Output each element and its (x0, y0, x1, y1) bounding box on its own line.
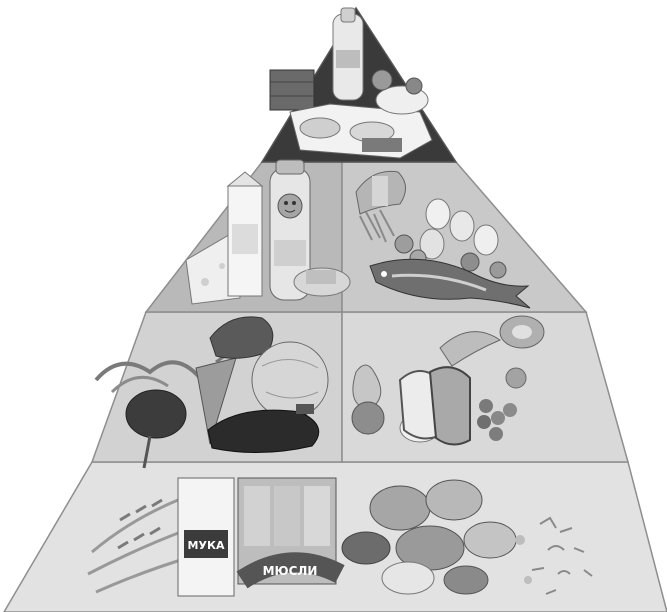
melon-icon (400, 367, 470, 444)
muesli-label: МЮСЛИ (263, 564, 318, 578)
flour-bag-label: МУКА (188, 539, 225, 552)
butter-plate-icon (294, 268, 350, 296)
bottle-oil-icon (333, 8, 363, 100)
chocolate-icon (270, 70, 314, 110)
flour-bag-icon: МУКА (178, 478, 234, 596)
cabbage-icon (252, 342, 328, 418)
milk-carton-icon (228, 172, 262, 296)
muesli-box-icon: МЮСЛИ (238, 478, 340, 584)
kiwi-icon (500, 316, 544, 348)
